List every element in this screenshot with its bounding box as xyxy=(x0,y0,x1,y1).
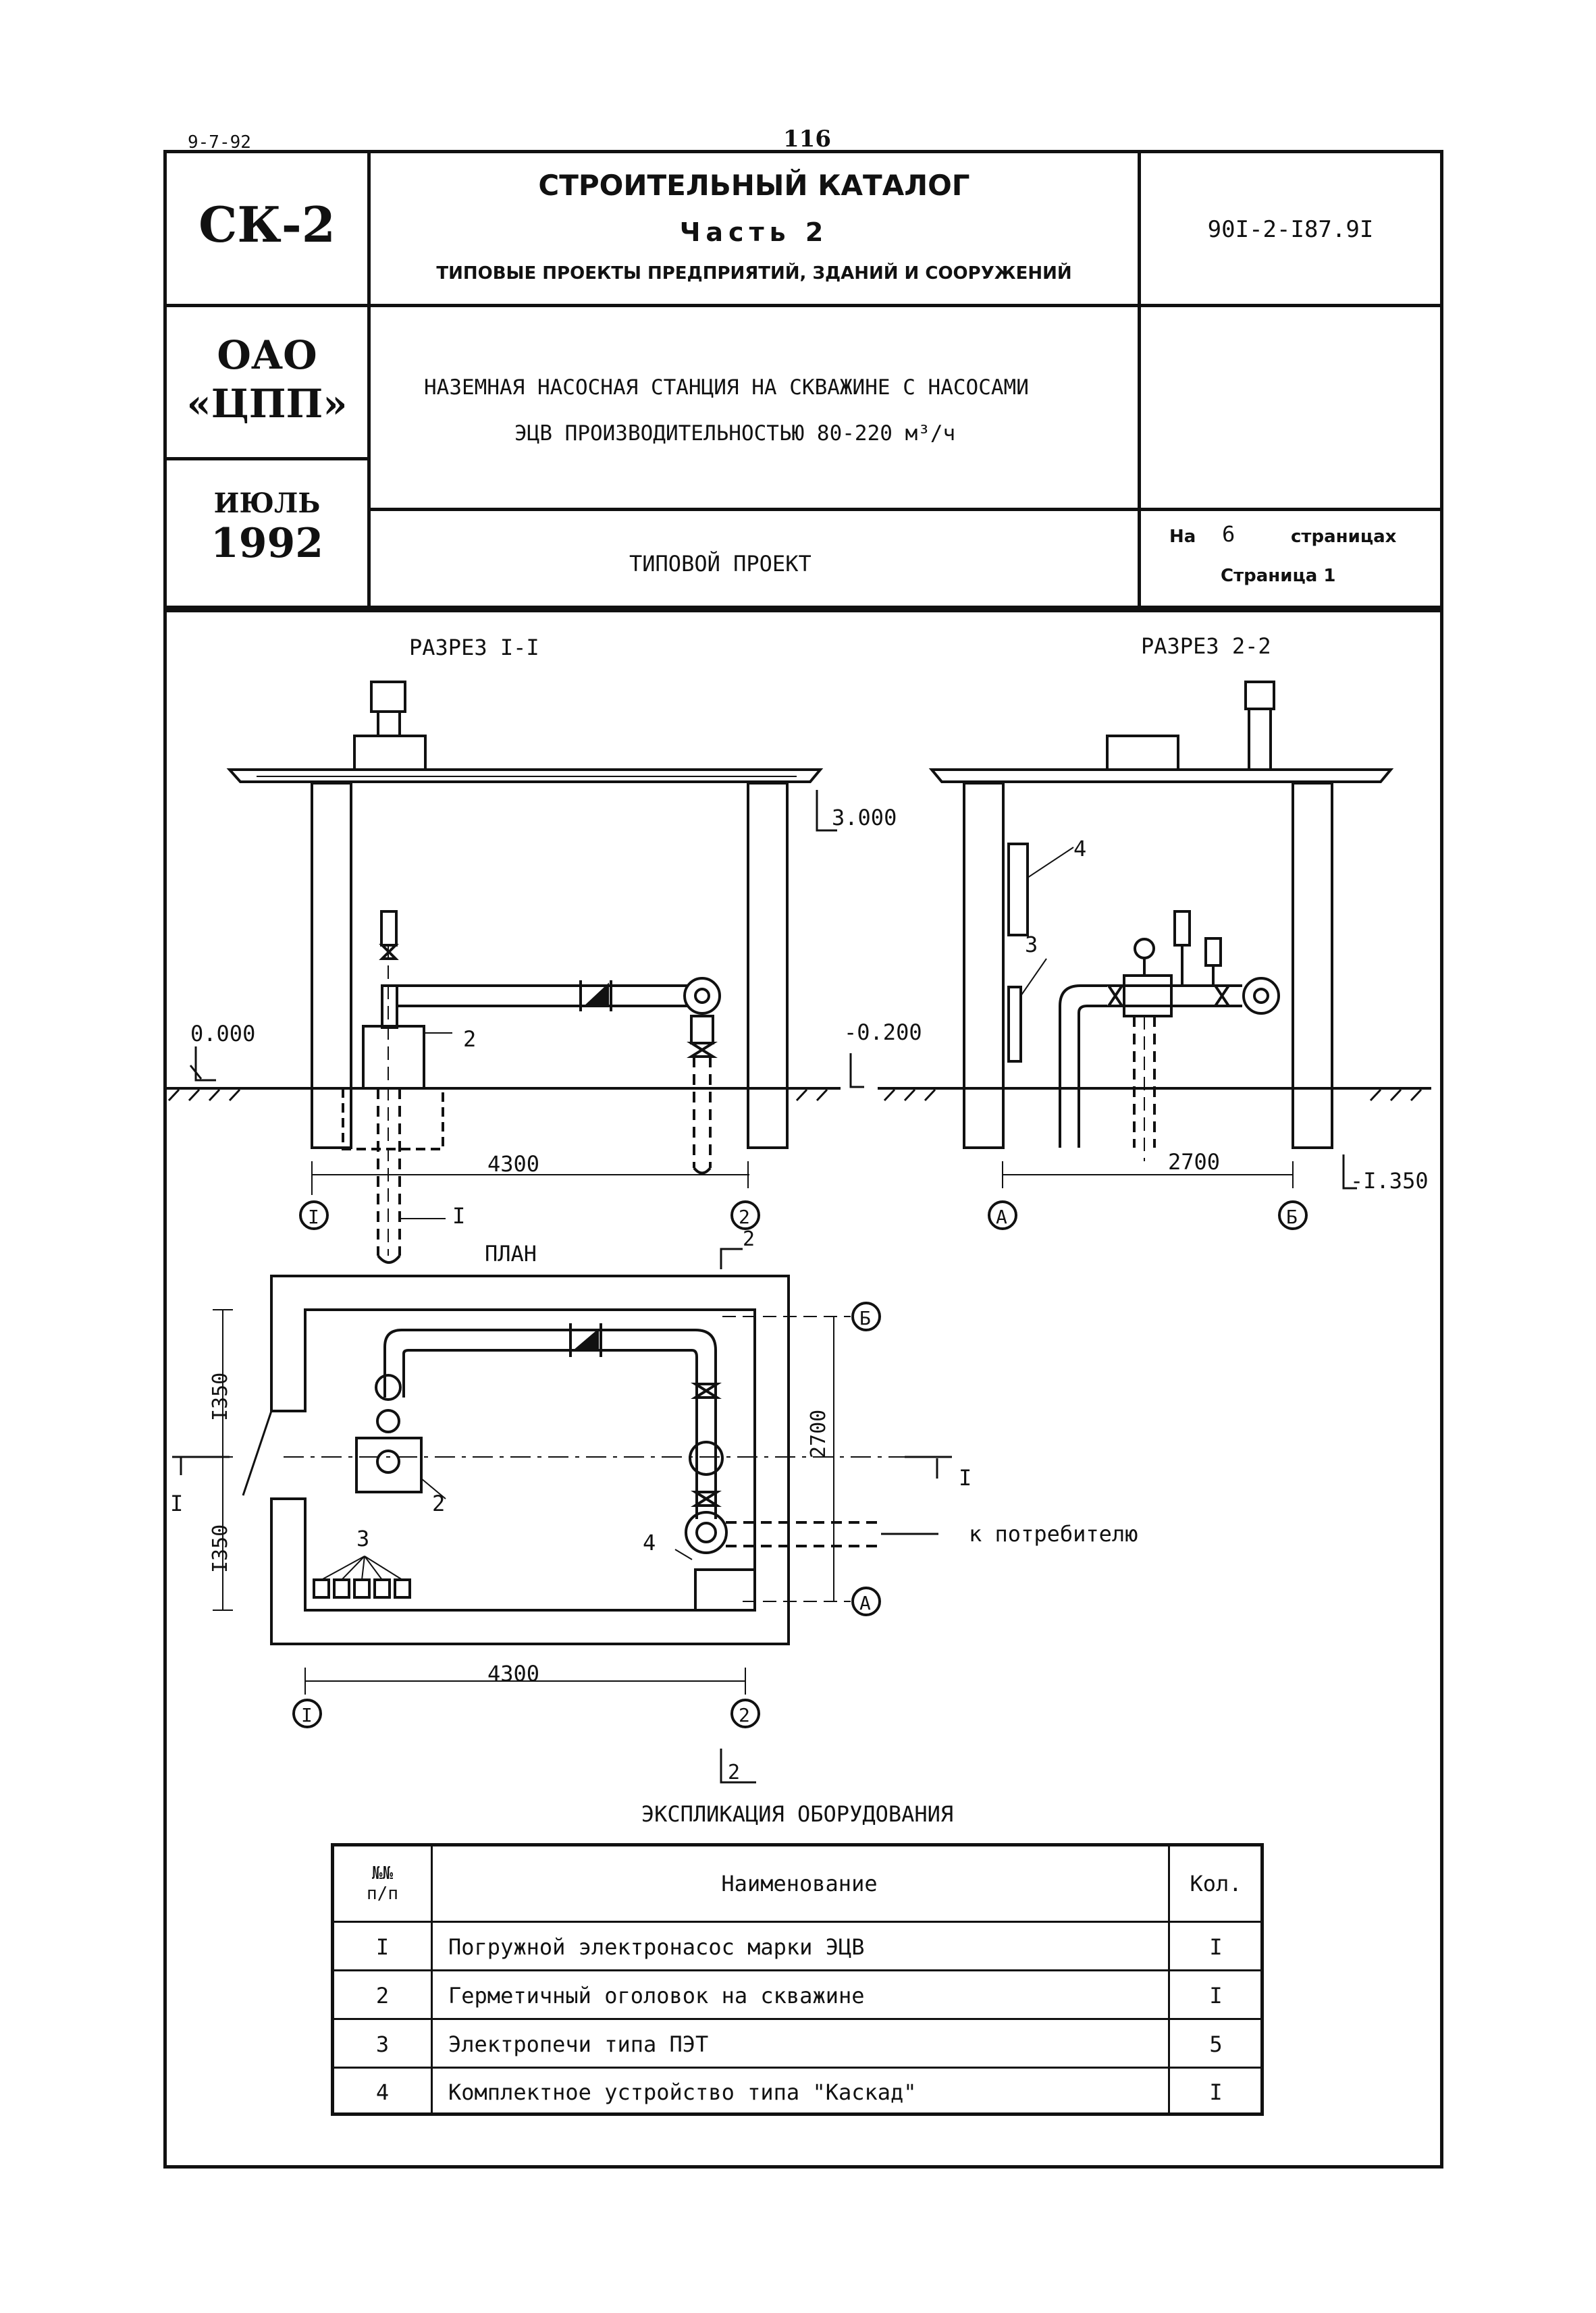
title-divider-h3 xyxy=(367,508,1443,511)
plan-title: ПЛАН xyxy=(485,1241,537,1267)
callout-4-section: 4 xyxy=(1073,836,1086,861)
explication-title: ЭКСПЛИКАЦИЯ ОБОРУДОВАНИЯ xyxy=(641,1801,954,1827)
pages-prefix: На xyxy=(1169,527,1196,547)
callout-3-section: 3 xyxy=(1025,932,1038,957)
project-type: ТИПОВОЙ ПРОЕКТ xyxy=(629,551,812,577)
row-name: Комплектное устройство типа "Каскад" xyxy=(448,2079,917,2105)
pages-suffix: страницах xyxy=(1291,527,1397,547)
section-mark-I-right: I xyxy=(959,1465,972,1491)
table-col-divider-2 xyxy=(1168,1846,1170,2112)
plan-axis-a-label: А xyxy=(859,1592,871,1614)
dimension-2700-section: 2700 xyxy=(1168,1149,1220,1175)
dimension-4300-plan: 4300 xyxy=(487,1661,539,1686)
series-code: СК-2 xyxy=(198,196,336,253)
row-name: Погружной электронасос марки ЭЦВ xyxy=(448,1934,865,1960)
callout-4-plan: 4 xyxy=(643,1530,656,1556)
dimension-4300-section: 4300 xyxy=(487,1151,539,1177)
table-header-row: №№ п/п Наименование Кол. xyxy=(334,1846,1260,1921)
issue-year: 1992 xyxy=(211,520,323,567)
drawing-frame xyxy=(163,609,1443,2169)
header-qty: Кол. xyxy=(1190,1871,1242,1896)
catalog-title: СТРОИТЕЛЬНЫЙ КАТАЛОГ xyxy=(538,169,970,202)
plan-drawing xyxy=(172,1248,952,1784)
section-1-1-title: РАЗРЕЗ I-I xyxy=(409,635,539,660)
callout-3-plan: 3 xyxy=(356,1526,369,1551)
pages-count: 6 xyxy=(1222,521,1235,547)
row-name: Герметичный оголовок на скважине xyxy=(448,1983,865,2009)
table-row: 3 Электропечи типа ПЭТ 5 xyxy=(334,2018,1260,2069)
elevation-zero: 0.000 xyxy=(190,1021,255,1046)
table-col-divider-1 xyxy=(431,1846,433,2112)
elevation-top: 3.000 xyxy=(832,805,897,830)
table-row: I Погружной электронасос марки ЭЦВ I xyxy=(334,1921,1260,1971)
project-name-line2: ЭЦВ ПРОИЗВОДИТЕЛЬНОСТЬЮ 80-220 м³/ч xyxy=(514,421,956,446)
axis-a-label: А xyxy=(996,1206,1007,1228)
callout-1-section: I xyxy=(452,1203,465,1229)
dimension-1350-upper: I350 xyxy=(209,1373,232,1421)
document-code-top: 9-7-92 xyxy=(188,132,251,153)
callout-2-section: 2 xyxy=(463,1026,476,1052)
plan-axis-1-label: I xyxy=(301,1704,313,1726)
catalog-subtitle: ТИПОВЫЕ ПРОЕКТЫ ПРЕДПРИЯТИЙ, ЗДАНИЙ И СО… xyxy=(436,263,1072,284)
section-2-2-title: РАЗРЕЗ 2-2 xyxy=(1141,633,1271,659)
page-number: 116 xyxy=(783,126,831,153)
explication-table: №№ п/п Наименование Кол. I Погружной эле… xyxy=(331,1843,1264,2116)
row-qty: 5 xyxy=(1209,2031,1223,2057)
row-num: 3 xyxy=(375,2031,390,2057)
header-num: №№ п/п xyxy=(334,1846,431,1921)
dimension-1350-lower: I350 xyxy=(209,1524,232,1573)
title-block xyxy=(163,150,1443,609)
row-qty: I xyxy=(1209,1934,1223,1960)
row-num: 2 xyxy=(375,1983,390,2009)
project-name-line1: НАЗЕМНАЯ НАСОСНАЯ СТАНЦИЯ НА СКВАЖИНЕ С … xyxy=(424,375,1029,400)
section-mark-I-left: I xyxy=(170,1491,183,1516)
elevation-minus-0200: -0.200 xyxy=(844,1019,922,1045)
plan-axis-b-label: Б xyxy=(859,1307,871,1329)
axis-b-label: Б xyxy=(1286,1206,1298,1228)
axis-2-label: 2 xyxy=(739,1206,750,1228)
section-mark-2-bottom: 2 xyxy=(728,1761,740,1784)
org-name-line2: «ЦПП» xyxy=(186,381,348,427)
plan-axis-2-label: 2 xyxy=(739,1704,750,1726)
header-num-line2: п/п xyxy=(367,1884,398,1904)
callout-2-plan: 2 xyxy=(432,1491,445,1516)
project-code: 90I-2-I87.9I xyxy=(1207,216,1374,243)
row-num: I xyxy=(375,1934,390,1960)
title-divider-v2 xyxy=(1138,150,1141,609)
section-mark-2-top: 2 xyxy=(743,1227,755,1251)
header-num-line1: №№ xyxy=(371,1863,394,1884)
header-name: Наименование xyxy=(721,1871,878,1896)
axis-1-label: I xyxy=(308,1206,319,1228)
consumer-label: к потребителю xyxy=(969,1521,1138,1547)
section-2-2-drawing xyxy=(878,681,1431,1230)
title-divider-h2 xyxy=(163,457,367,460)
row-qty: I xyxy=(1209,2079,1223,2105)
title-divider-v1 xyxy=(367,150,371,609)
row-num: 4 xyxy=(375,2079,390,2105)
page-label: Страница 1 xyxy=(1221,566,1336,586)
org-name-line1: ОАО xyxy=(217,332,317,378)
catalog-part: Часть 2 xyxy=(679,217,829,247)
table-row: 4 Комплектное устройство типа "Каскад" I xyxy=(334,2067,1260,2116)
dimension-2700-plan: 2700 xyxy=(807,1410,830,1458)
table-row: 2 Герметичный оголовок на скважине I xyxy=(334,1969,1260,2020)
issue-month: ИЮЛЬ xyxy=(213,487,321,519)
title-divider-h1 xyxy=(163,304,1443,307)
row-qty: I xyxy=(1209,1983,1223,2009)
section-1-1-drawing xyxy=(165,681,864,1264)
elevation-minus-1350: -I.350 xyxy=(1350,1168,1429,1194)
row-name: Электропечи типа ПЭТ xyxy=(448,2031,709,2057)
